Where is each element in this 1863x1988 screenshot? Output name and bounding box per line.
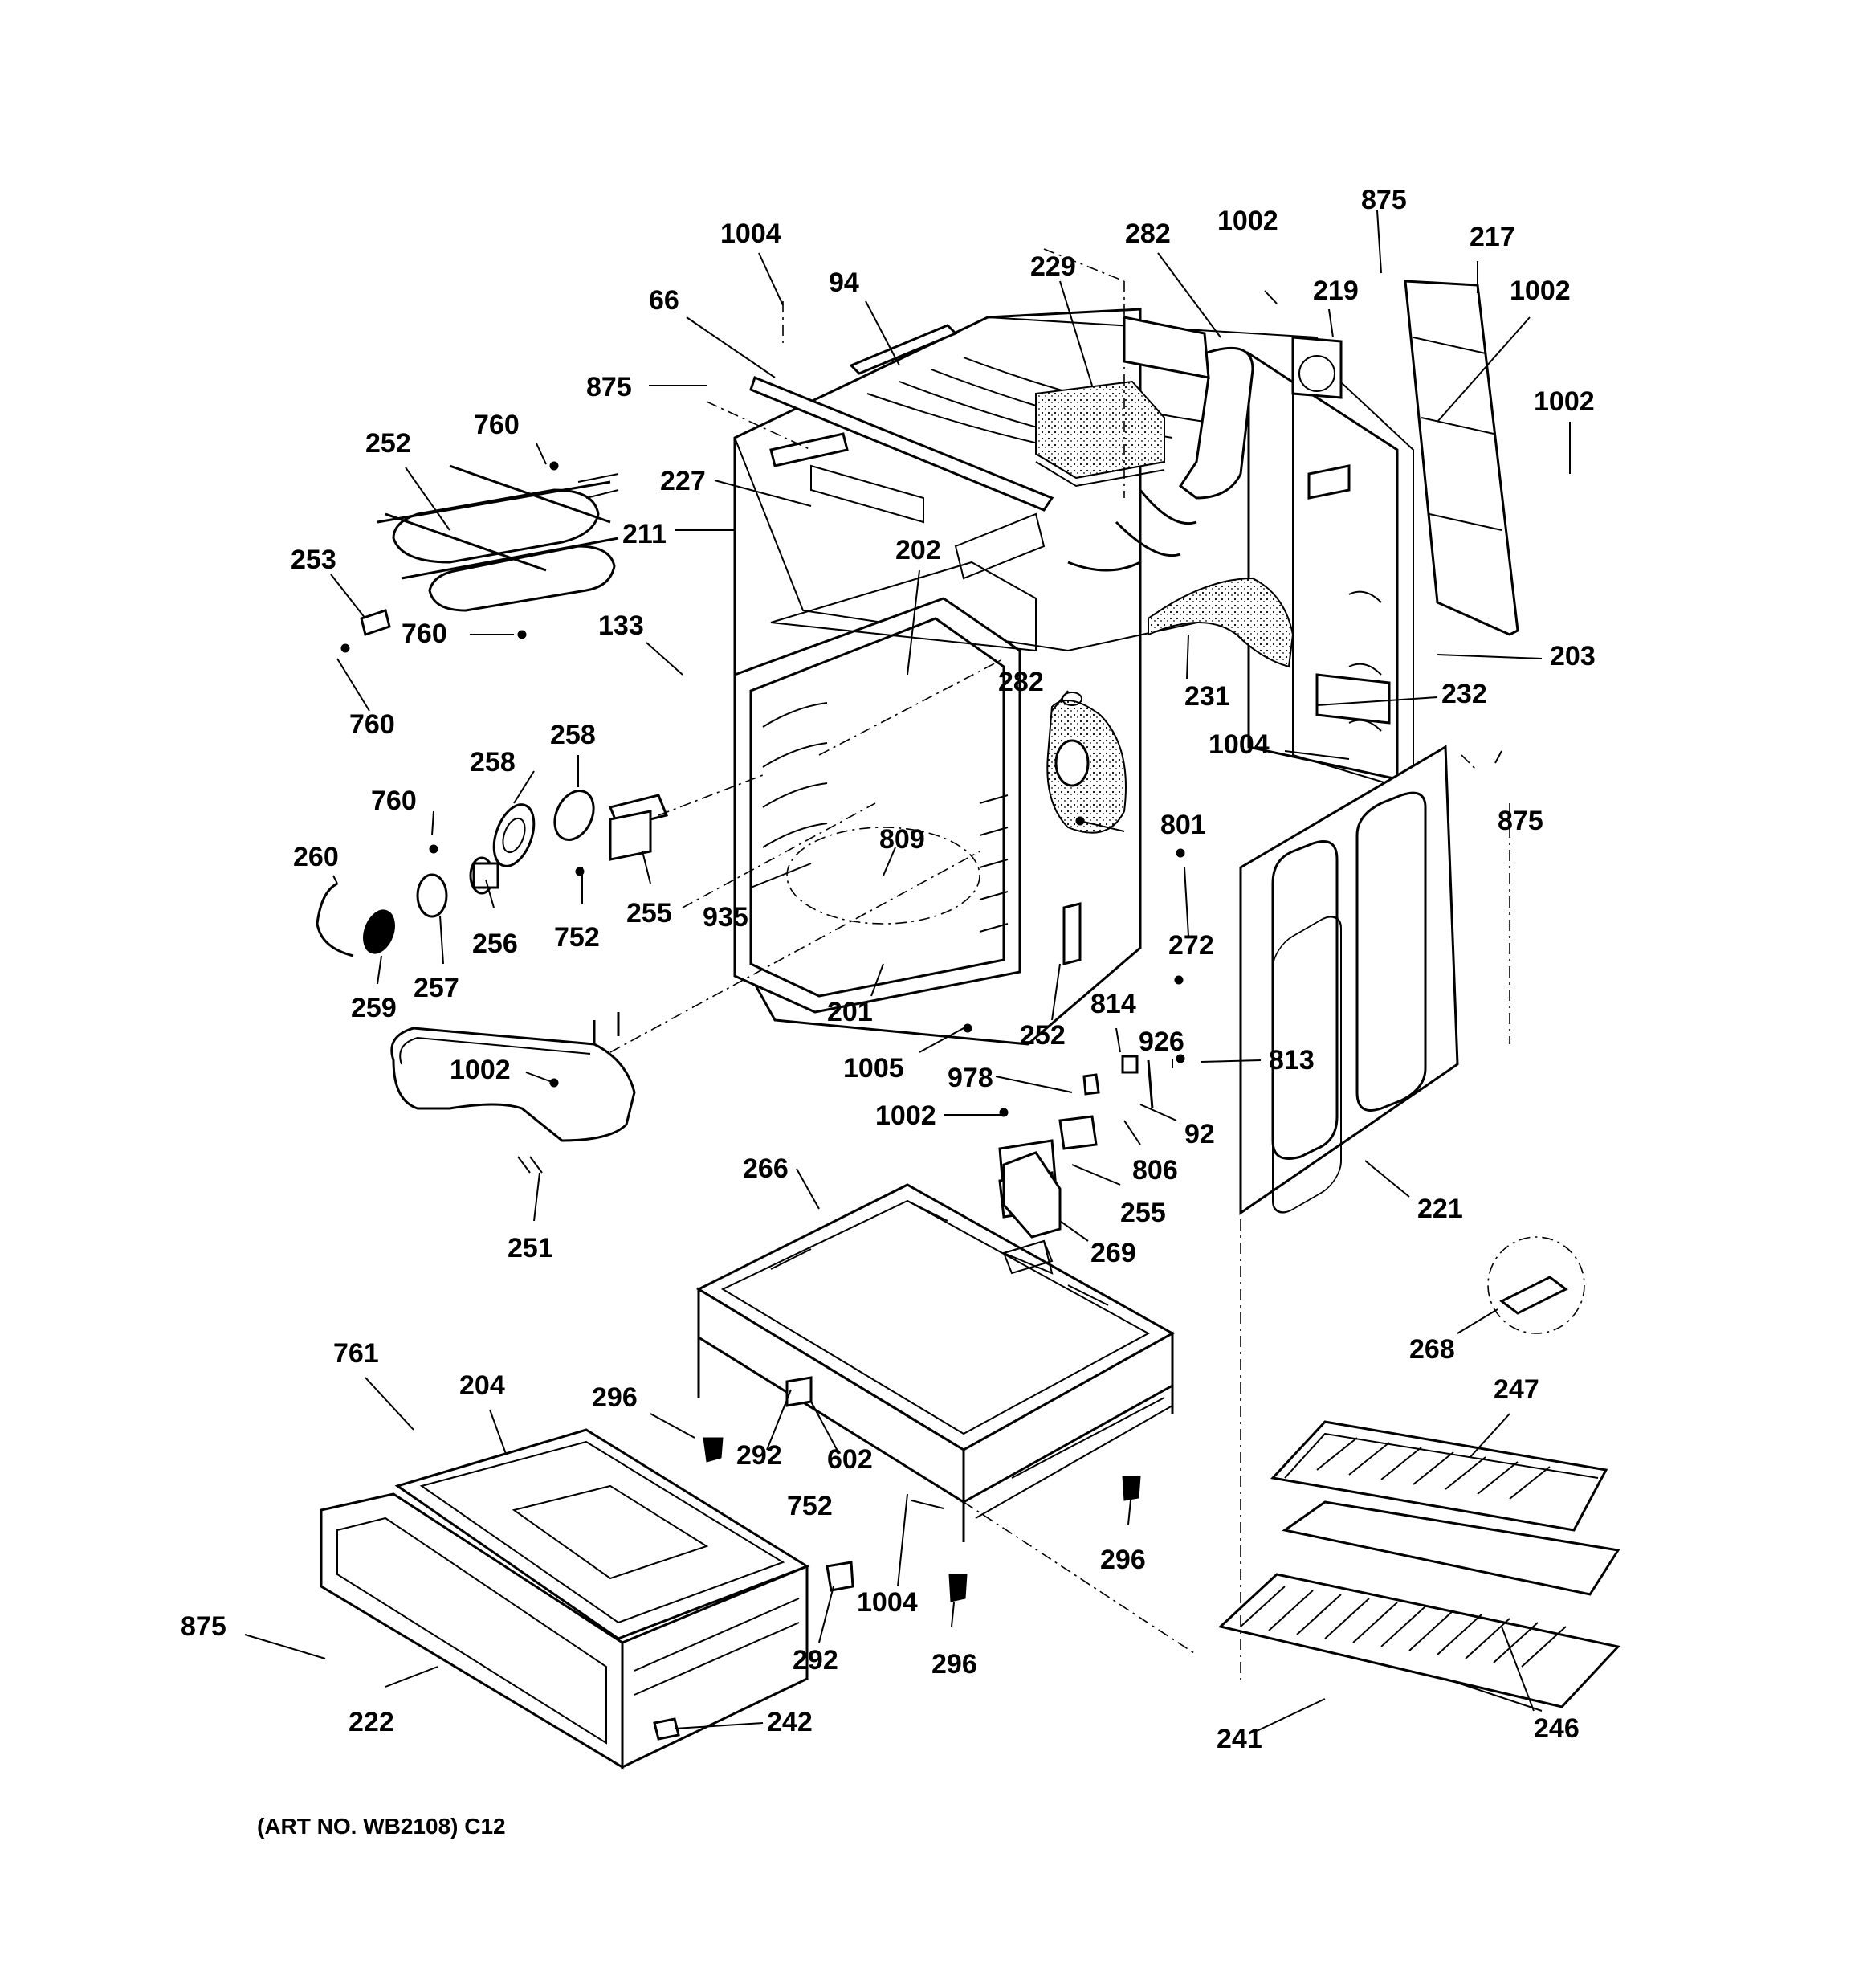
part-label-875-topright: 875: [1361, 185, 1407, 215]
part-label-272: 272: [1168, 930, 1214, 961]
part-label-242: 242: [767, 1707, 813, 1737]
part-label-1002-right2: 1002: [1534, 386, 1595, 417]
part-label-94: 94: [829, 267, 859, 298]
part-label-926: 926: [1139, 1027, 1184, 1057]
part-label-292-b: 292: [793, 1645, 838, 1676]
broiler-pan-and-rack: [1217, 1420, 1620, 1708]
part-label-231: 231: [1184, 681, 1230, 712]
part-label-1002-mid: 1002: [450, 1055, 511, 1085]
part-label-241: 241: [1217, 1724, 1262, 1754]
part-label-251: 251: [508, 1233, 553, 1263]
part-label-935: 935: [703, 902, 748, 933]
part-label-203: 203: [1550, 641, 1596, 672]
part-label-258-b: 258: [550, 720, 596, 750]
part-label-814: 814: [1090, 989, 1136, 1019]
part-label-875-top: 875: [586, 372, 632, 402]
part-label-296-c: 296: [932, 1649, 977, 1680]
control-knobs: [316, 790, 669, 957]
oven-vent: [1046, 692, 1127, 834]
leveling-legs: [703, 1437, 1141, 1602]
part-label-92: 92: [1184, 1119, 1215, 1149]
part-label-809: 809: [879, 824, 925, 855]
part-label-260: 260: [293, 842, 339, 872]
part-label-229: 229: [1030, 251, 1076, 282]
part-label-761: 761: [333, 1338, 379, 1369]
part-label-259: 259: [351, 993, 397, 1023]
part-label-1005: 1005: [843, 1053, 904, 1084]
part-label-258-a: 258: [470, 747, 516, 778]
part-label-1002-low: 1002: [875, 1100, 936, 1131]
part-label-813: 813: [1269, 1045, 1315, 1076]
part-label-875-mid: 875: [1498, 806, 1543, 836]
part-label-978: 978: [948, 1063, 993, 1093]
part-label-227: 227: [660, 466, 706, 496]
part-label-222: 222: [349, 1707, 394, 1737]
part-label-268: 268: [1409, 1334, 1455, 1365]
part-label-1002-top: 1002: [1217, 206, 1278, 236]
broil-element: [340, 461, 619, 653]
wiring-harness: [1148, 577, 1294, 668]
part-label-801: 801: [1160, 810, 1206, 840]
part-label-221: 221: [1417, 1194, 1463, 1224]
part-label-806: 806: [1132, 1155, 1178, 1186]
part-label-204: 204: [459, 1370, 505, 1401]
art-number-note: (ART NO. WB2108) C12: [257, 1814, 506, 1839]
alignment-lines: [609, 248, 1510, 1683]
part-label-282-mid: 282: [998, 667, 1044, 697]
part-label-133: 133: [598, 610, 644, 641]
storage-drawer: [320, 1428, 854, 1770]
part-label-253: 253: [291, 545, 336, 575]
part-label-760-left: 760: [349, 709, 395, 740]
part-label-602: 602: [827, 1444, 873, 1475]
part-label-752-top: 752: [554, 922, 600, 953]
leader-lines: [244, 210, 1571, 1732]
part-label-246: 246: [1534, 1713, 1580, 1744]
part-label-217: 217: [1470, 222, 1515, 252]
terminal-brackets: [1291, 336, 1391, 725]
part-label-1004-mid: 1004: [1209, 729, 1270, 760]
part-label-256: 256: [472, 929, 518, 959]
part-label-282-top: 282: [1125, 218, 1171, 249]
part-label-875-low: 875: [181, 1611, 226, 1642]
part-label-1002-right1: 1002: [1510, 276, 1571, 306]
part-label-292-a: 292: [736, 1440, 782, 1471]
part-label-252-top: 252: [365, 428, 411, 459]
part-label-760-low: 760: [371, 786, 417, 816]
part-label-257: 257: [414, 973, 459, 1003]
part-label-202: 202: [895, 535, 941, 565]
part-label-232: 232: [1441, 679, 1487, 709]
part-label-247: 247: [1494, 1374, 1539, 1405]
support-bracket: [1001, 1151, 1062, 1275]
part-label-252-mid: 252: [1020, 1020, 1066, 1051]
insulation-blanket: [1035, 380, 1165, 488]
part-label-760-top: 760: [474, 410, 520, 440]
part-label-269: 269: [1090, 1238, 1136, 1268]
part-label-296-a: 296: [592, 1382, 638, 1413]
range-base: [695, 1183, 1176, 1542]
part-label-66: 66: [649, 285, 679, 316]
hinge-detail: [1487, 1236, 1585, 1334]
bake-element: [390, 1012, 636, 1174]
part-label-1004-top: 1004: [720, 218, 781, 249]
vent-duct: [1123, 316, 1254, 500]
part-label-296-b: 296: [1100, 1545, 1146, 1575]
part-label-1004-low: 1004: [857, 1587, 918, 1618]
part-label-201: 201: [827, 997, 873, 1027]
part-label-255-top: 255: [626, 898, 672, 929]
part-label-219: 219: [1313, 276, 1359, 306]
part-label-266: 266: [743, 1153, 789, 1184]
top-brackets: [749, 324, 1054, 580]
part-label-255-low: 255: [1120, 1198, 1166, 1228]
part-label-211: 211: [622, 519, 667, 549]
part-label-760-mid: 760: [402, 618, 447, 649]
part-label-752-low: 752: [787, 1491, 833, 1521]
